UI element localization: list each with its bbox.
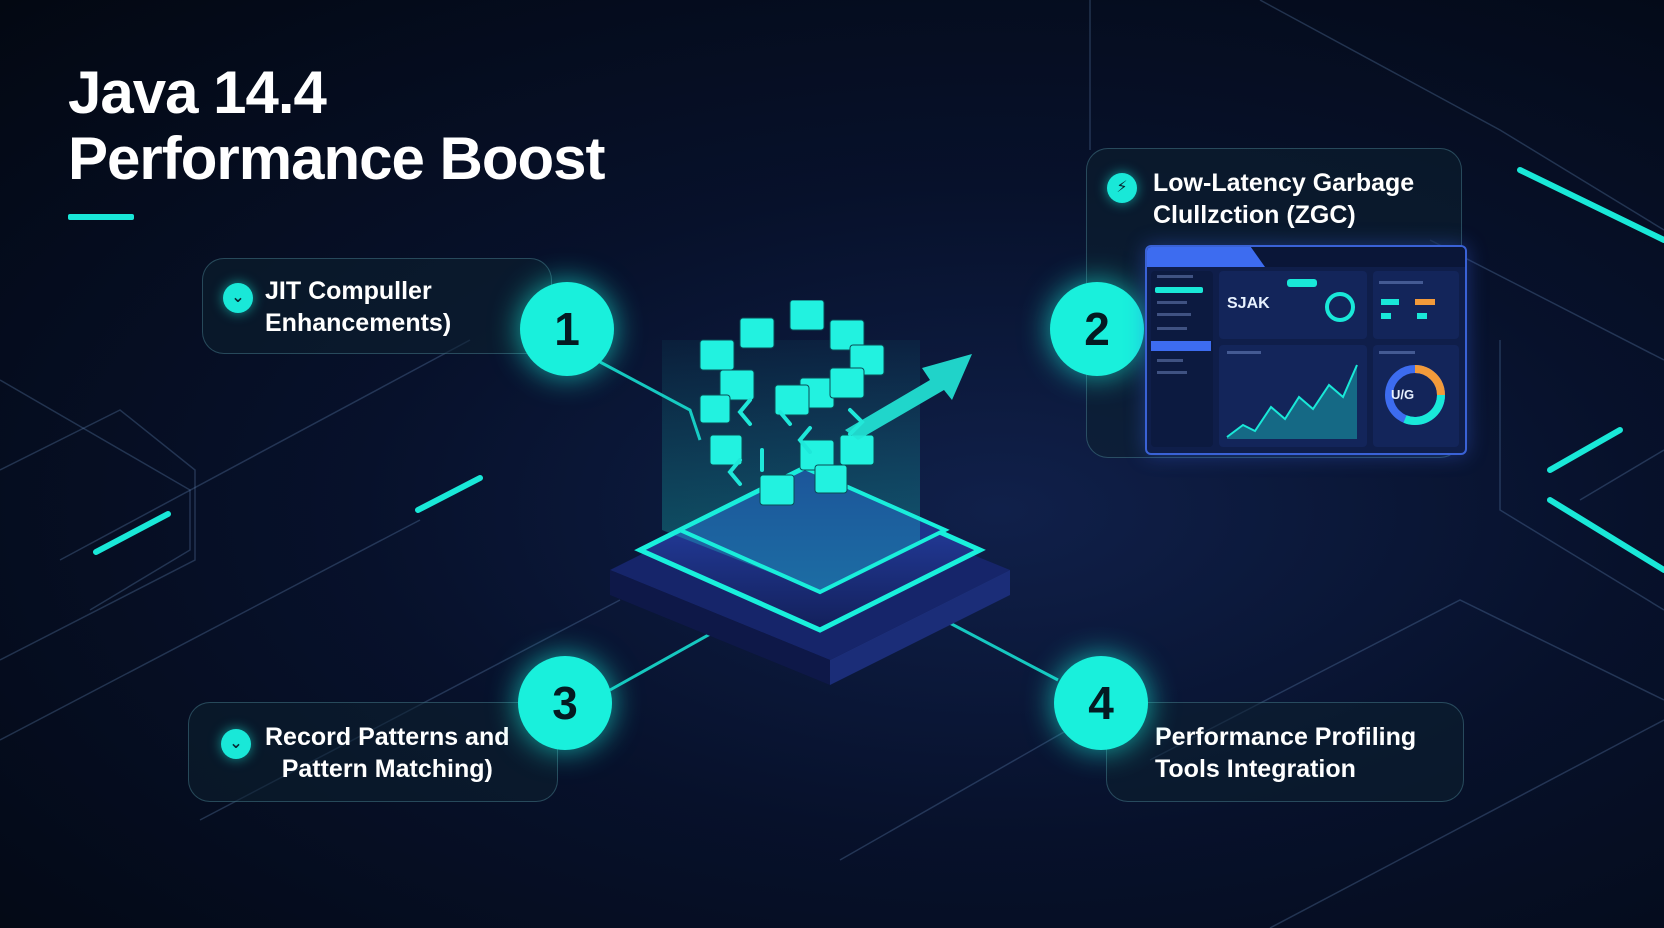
lightning-icon: ⚡	[1107, 173, 1137, 203]
cube-platform-graphic	[610, 300, 1010, 685]
step-2-label: Low-Latency Garbage Clullzction (ZGC)	[1153, 169, 1415, 229]
title-underline	[68, 214, 134, 220]
dashboard-graphics	[1151, 275, 1445, 439]
dashboard-tab	[1147, 247, 1265, 267]
step-4-badge: 4	[1054, 656, 1148, 750]
title-block: Java 14.4 Performance Boost	[68, 59, 605, 220]
dashboard-kpi-value: SJAK	[1227, 295, 1270, 312]
step-2-badge: 2	[1050, 282, 1144, 376]
dashboard-mockup: SJAK U/G	[1145, 245, 1467, 455]
pin-icon: ⌄	[223, 283, 253, 313]
step-1-card: ⌄ JIT Compuller Enhancements)	[202, 258, 552, 354]
step-4-label: Performance Profiling Tools Integration	[1155, 723, 1417, 783]
dashboard-ring-label: U/G	[1391, 387, 1415, 402]
page-title-line-1: Java 14.4	[68, 59, 327, 126]
step-3-badge: 3	[518, 656, 612, 750]
step-3-card: ⌄ Record Patterns and Pattern Matching)	[188, 702, 558, 802]
step-3-label: Record Patterns and Pattern Matching)	[265, 723, 510, 783]
step-1-badge: 1	[520, 282, 614, 376]
page-title-line-2: Performance Boost	[68, 125, 605, 192]
dashboard-sidebar	[1151, 271, 1213, 447]
step-1-label: JIT Compuller Enhancements)	[265, 277, 452, 337]
pin-icon: ⌄	[221, 729, 251, 759]
step-4-card: Performance Profiling Tools Integration	[1106, 702, 1464, 802]
